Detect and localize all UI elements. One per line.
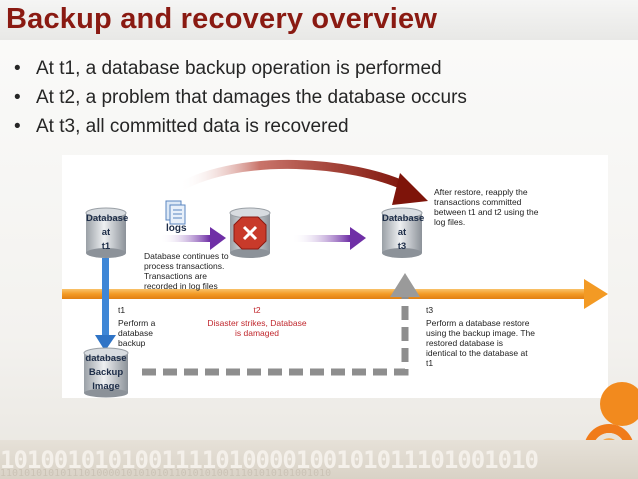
restore-path [142, 273, 420, 376]
title-bar [0, 0, 638, 40]
t3-note-line: using the backup image. The [426, 328, 535, 338]
purple-arrow-right [292, 227, 366, 250]
t3-note-line: restored database is [426, 338, 504, 348]
logs-note-line: recorded in log files [144, 281, 218, 291]
t1-note: Perform a database backup [118, 318, 178, 348]
logs-note-line: Transactions are [144, 271, 207, 281]
backup-image-cylinder [83, 347, 129, 398]
logs-icon [165, 200, 186, 225]
db-t3-line-3: t3 [397, 241, 407, 252]
after-restore-line: After restore, reapply the [434, 187, 528, 197]
t2-note-line: is damaged [235, 328, 279, 338]
logs-note-line: process transactions. [144, 261, 225, 271]
backup-image-line-1: database [85, 353, 127, 364]
bullet-item: •At t3, all committed data is recovered [14, 116, 349, 137]
db-t3-label: Database at t3 [382, 213, 425, 252]
after-restore-line: between t1 and t2 using the [434, 207, 539, 217]
timeline-arrow [62, 279, 608, 309]
bullet-list: •At t1, a database backup operation is p… [14, 54, 467, 141]
after-restore-note: After restore, reapply the transactions … [434, 187, 564, 227]
slide-title: Backup and recovery overview [6, 3, 438, 35]
diagram-graphics [62, 159, 608, 398]
bullet-text-1: At t1, a database backup operation is pe… [36, 58, 442, 79]
decorative-circle [600, 382, 638, 426]
t3-note-line: t1 [426, 358, 434, 368]
backup-image-line-2: Backup [88, 367, 124, 378]
db-t1-line-3: t1 [101, 241, 111, 252]
backup-image-label: database Backup Image [84, 353, 128, 392]
t1-note-line: backup [118, 338, 146, 348]
t2-note-line: Disaster strikes, Database [207, 318, 307, 328]
backup-image-line-3: Image [92, 381, 120, 392]
logs-note-line: Database continues to [144, 251, 229, 261]
t1-label: t1 [118, 305, 126, 315]
after-restore-line: transactions committed [434, 197, 522, 207]
t3-note-line: Perform a database restore [426, 318, 530, 328]
purple-arrow-left [160, 227, 226, 250]
binary-text-small: 1101010101011101000010101010110101010011… [0, 468, 332, 479]
t2-label: t2 [253, 305, 261, 315]
db-t1-line-2: at [101, 227, 111, 238]
db-t1-line-1: Database [86, 213, 129, 224]
damaged-database-icon [229, 207, 271, 258]
reapply-arrow [177, 159, 428, 205]
after-restore-line: log files. [434, 217, 466, 227]
db-t3-line-1: Database [382, 213, 425, 224]
bullet-item: •At t1, a database backup operation is p… [14, 58, 442, 79]
logs-note: Database continues to process transactio… [144, 251, 244, 291]
binary-text-large: 1010010101001111010000100101011101001010 [0, 446, 539, 474]
bullet-item: •At t2, a problem that damages the datab… [14, 87, 467, 108]
t3-note: Perform a database restore using the bac… [426, 318, 566, 368]
bullet-text-2: At t2, a problem that damages the databa… [36, 87, 467, 108]
database-t1-cylinder [85, 207, 127, 258]
binary-footer: 1010010101001111010000100101011101001010… [0, 440, 638, 479]
database-t3-cylinder [381, 207, 423, 258]
t1-note-line: Perform a [118, 318, 156, 328]
t3-label: t3 [426, 305, 434, 315]
t1-note-line: database [118, 328, 153, 338]
bullet-text-3: At t3, all committed data is recovered [36, 116, 349, 137]
backup-arrow [95, 258, 116, 351]
db-t3-line-2: at [397, 227, 407, 238]
backup-diagram: Database at t1 Database at t3 database B… [62, 155, 608, 398]
t2-note: Disaster strikes, Database is damaged [194, 318, 320, 338]
t3-note-line: identical to the database at [426, 348, 528, 358]
db-t1-label: Database at t1 [86, 213, 129, 252]
logs-label: logs [166, 223, 187, 234]
